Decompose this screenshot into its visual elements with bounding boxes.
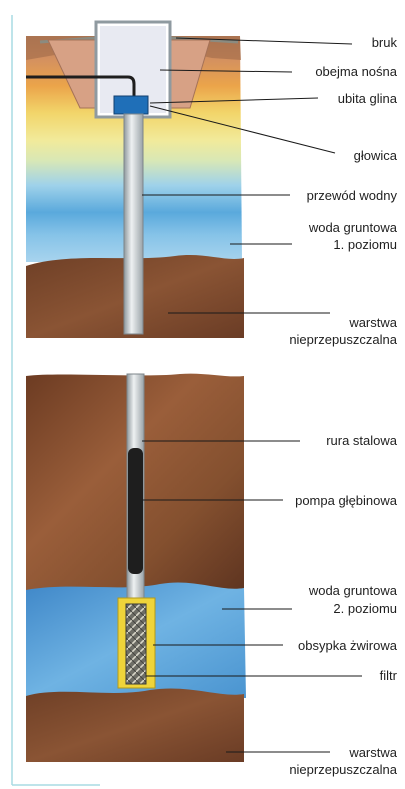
label-impermeable-2-line1: warstwa: [349, 744, 397, 761]
label-impermeable-1-line2: nieprzepuszczalna: [289, 331, 397, 348]
label-groundwater-1-line2: 1. poziomu: [333, 236, 397, 253]
label-gravel-pack: obsypka żwirowa: [298, 637, 397, 654]
submersible-pump: [128, 448, 143, 574]
label-groundwater-2-line2: 2. poziomu: [333, 600, 397, 617]
wellhead-cap: [114, 96, 148, 114]
label-paving: bruk: [372, 34, 397, 51]
label-compacted-clay: ubita glina: [338, 90, 397, 107]
label-steel-pipe: rura stalowa: [326, 432, 397, 449]
label-groundwater-2-line1: woda gruntowa: [309, 582, 397, 599]
label-impermeable-1-line1: warstwa: [349, 314, 397, 331]
label-groundwater-1-line1: woda gruntowa: [309, 219, 397, 236]
label-filter: filtr: [380, 667, 397, 684]
upper-casing-pipe: [124, 114, 143, 334]
label-wellhead: głowica: [354, 147, 397, 164]
label-impermeable-2-line2: nieprzepuszczalna: [289, 761, 397, 778]
impermeable-layer-lower: [26, 688, 244, 762]
label-deep-well-pump: pompa głębinowa: [295, 492, 397, 509]
label-support-clamp: obejma nośna: [315, 63, 397, 80]
filter-screen: [126, 604, 146, 684]
label-water-pipe: przewód wodny: [307, 187, 397, 204]
